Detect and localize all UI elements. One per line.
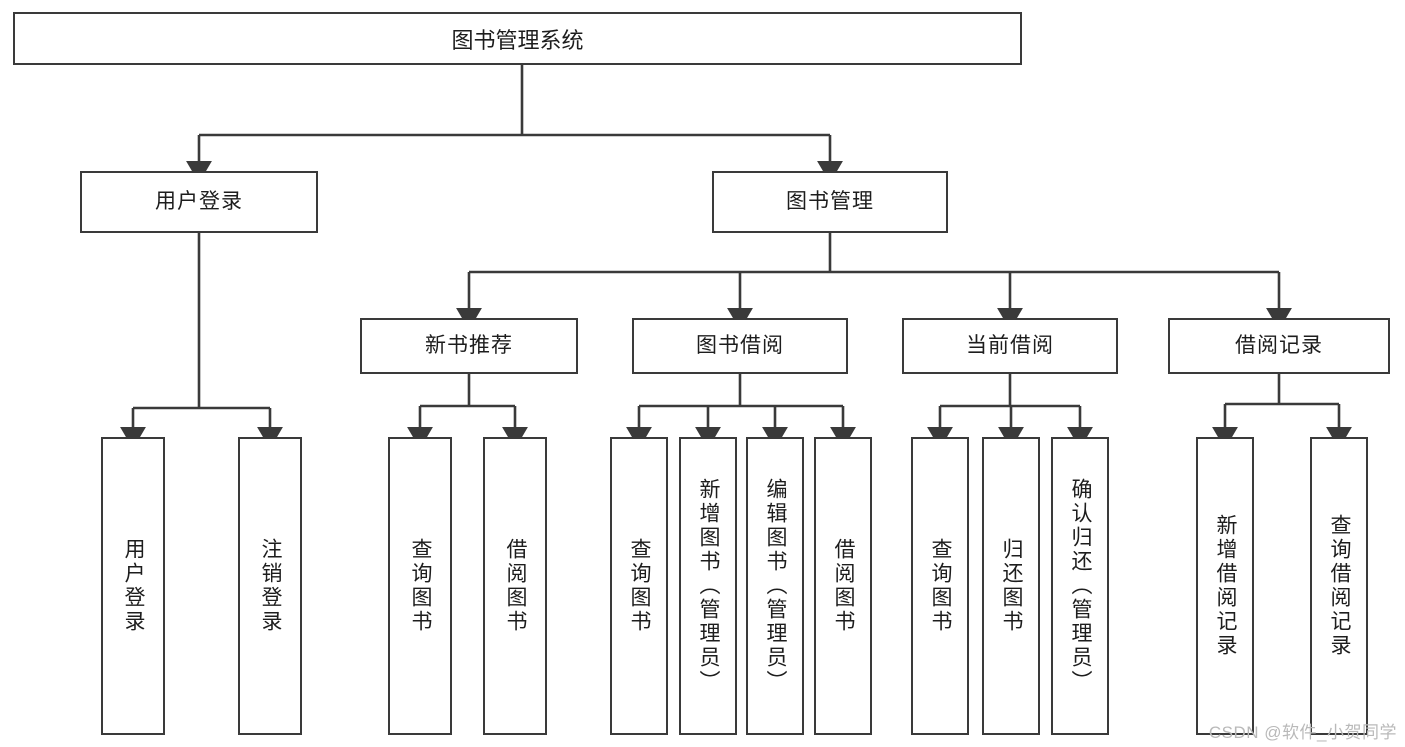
node-leaf-query-book-3-label: 查询图书 bbox=[929, 538, 953, 634]
node-new-book-rec-label: 新书推荐 bbox=[425, 334, 513, 358]
node-root[interactable]: 图书管理系统 bbox=[13, 12, 1022, 65]
node-book-borrow-label: 图书借阅 bbox=[696, 334, 784, 358]
node-leaf-borrow-book-2-label: 借阅图书 bbox=[832, 538, 856, 634]
node-leaf-query-book-3[interactable]: 查询图书 bbox=[911, 437, 969, 735]
node-leaf-borrow-book-1[interactable]: 借阅图书 bbox=[483, 437, 547, 735]
node-book-borrow[interactable]: 图书借阅 bbox=[632, 318, 848, 374]
node-user-login-label: 用户登录 bbox=[155, 190, 243, 214]
node-leaf-add-record-label: 新增借阅记录 bbox=[1214, 514, 1238, 658]
node-leaf-borrow-book-1-label: 借阅图书 bbox=[504, 538, 528, 634]
node-leaf-add-book[interactable]: 新增图书（管理员） bbox=[679, 437, 737, 735]
node-user-login[interactable]: 用户登录 bbox=[80, 171, 318, 233]
node-leaf-edit-book[interactable]: 编辑图书（管理员） bbox=[746, 437, 804, 735]
node-leaf-confirm-return-label: 确认归还（管理员） bbox=[1069, 478, 1093, 694]
node-leaf-query-book-1[interactable]: 查询图书 bbox=[388, 437, 452, 735]
node-leaf-add-record[interactable]: 新增借阅记录 bbox=[1196, 437, 1254, 735]
node-leaf-borrow-book-2[interactable]: 借阅图书 bbox=[814, 437, 872, 735]
node-leaf-edit-book-label: 编辑图书（管理员） bbox=[764, 478, 788, 694]
node-leaf-query-record[interactable]: 查询借阅记录 bbox=[1310, 437, 1368, 735]
node-leaf-add-book-label: 新增图书（管理员） bbox=[697, 478, 721, 694]
node-root-label: 图书管理系统 bbox=[451, 27, 584, 53]
node-leaf-return-book[interactable]: 归还图书 bbox=[982, 437, 1040, 735]
node-leaf-confirm-return[interactable]: 确认归还（管理员） bbox=[1051, 437, 1109, 735]
node-current-borrow-label: 当前借阅 bbox=[966, 334, 1054, 358]
node-book-manage[interactable]: 图书管理 bbox=[712, 171, 948, 233]
node-leaf-query-record-label: 查询借阅记录 bbox=[1328, 514, 1352, 658]
node-book-manage-label: 图书管理 bbox=[786, 190, 874, 214]
node-leaf-logout-label: 注销登录 bbox=[259, 538, 283, 634]
node-leaf-user-login[interactable]: 用户登录 bbox=[101, 437, 165, 735]
node-borrow-record[interactable]: 借阅记录 bbox=[1168, 318, 1390, 374]
node-leaf-query-book-1-label: 查询图书 bbox=[409, 538, 433, 634]
node-borrow-record-label: 借阅记录 bbox=[1235, 334, 1323, 358]
node-leaf-user-login-label: 用户登录 bbox=[122, 538, 146, 634]
node-leaf-query-book-2[interactable]: 查询图书 bbox=[610, 437, 668, 735]
node-current-borrow[interactable]: 当前借阅 bbox=[902, 318, 1118, 374]
node-leaf-query-book-2-label: 查询图书 bbox=[628, 538, 652, 634]
node-new-book-rec[interactable]: 新书推荐 bbox=[360, 318, 578, 374]
node-leaf-return-book-label: 归还图书 bbox=[1000, 538, 1024, 634]
node-leaf-logout[interactable]: 注销登录 bbox=[238, 437, 302, 735]
